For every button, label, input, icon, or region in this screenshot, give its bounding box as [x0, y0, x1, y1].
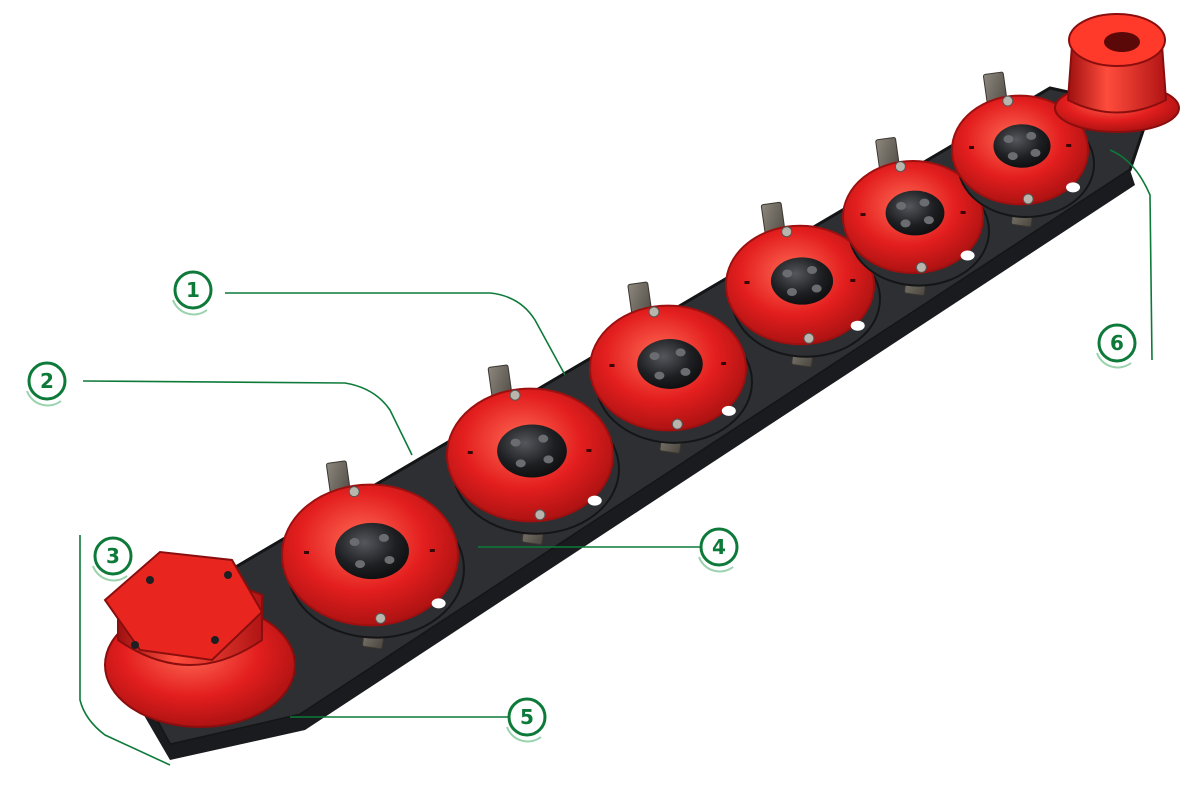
cutting-disc: [281, 483, 465, 639]
hub-bolt: [510, 438, 521, 447]
bar-hole: [960, 250, 975, 261]
callout-ring: [698, 556, 734, 573]
disc-hub: [993, 124, 1051, 168]
leader-lines: [79, 149, 1153, 766]
disc-hub: [885, 190, 945, 236]
hub-bolt: [675, 348, 686, 357]
hub-bolt: [807, 266, 818, 275]
callout-circle: [93, 536, 133, 576]
cutting-disc: [589, 304, 753, 444]
hub-bolt: [1026, 131, 1037, 140]
leader-line-2: [82, 380, 413, 456]
disc-bolt: [509, 389, 521, 401]
hub-bolt: [919, 198, 930, 207]
callout-number: 6: [1110, 331, 1124, 355]
hub-bolt: [782, 269, 793, 278]
bar-hole: [587, 495, 602, 506]
callout-circle: [507, 697, 547, 737]
outer-drum: [103, 550, 296, 728]
callout-circle: [699, 527, 739, 567]
disc-bolt: [1002, 95, 1014, 107]
hub-bolt: [515, 459, 526, 468]
callout-number: 3: [106, 544, 120, 568]
callout-ring: [92, 565, 128, 582]
disc-bolt: [534, 509, 546, 521]
leader-line-6: [1109, 149, 1153, 361]
leader-line-3: [79, 535, 171, 766]
callout-ring: [506, 726, 542, 743]
hub-bolt: [349, 538, 360, 547]
disc-bolt: [803, 332, 815, 344]
hub-bolt: [1007, 152, 1018, 161]
hub-bolt: [923, 216, 934, 225]
callout-1: 1: [172, 270, 213, 316]
callout-ring: [1096, 352, 1132, 369]
bar-hole: [431, 598, 446, 609]
callout-number: 1: [186, 278, 200, 302]
hub-bolt: [384, 555, 395, 564]
hub-bolt: [378, 533, 389, 542]
hub-bolt: [654, 371, 665, 380]
hub-bolt: [896, 201, 907, 210]
hub-bolt: [538, 434, 549, 443]
disc-hub: [637, 339, 703, 389]
disc-hub: [497, 424, 567, 478]
bar-hole: [850, 320, 865, 331]
cutting-disc: [951, 94, 1095, 219]
leader-line-1: [225, 292, 566, 376]
callout-ring: [26, 390, 62, 407]
callout-circle: [27, 361, 67, 401]
hub-bolt: [649, 352, 660, 361]
outer-drum-cap: [103, 550, 264, 662]
hub-bolt: [1030, 148, 1041, 157]
disc-hub: [335, 522, 409, 580]
hub-bolt: [543, 455, 554, 464]
callout-3: 3: [92, 536, 133, 582]
callout-5: 5: [506, 697, 547, 743]
disc-bolt: [1022, 193, 1034, 205]
hub-bolt: [786, 287, 797, 296]
hub-bolt: [355, 560, 366, 569]
callout-number: 5: [520, 705, 534, 729]
hub-bolt: [680, 367, 691, 376]
disc-bolt: [894, 161, 906, 173]
callout-number: 4: [712, 535, 726, 559]
disc-hub: [770, 257, 834, 305]
callout-2: 2: [26, 361, 67, 407]
cutting-disc: [842, 160, 990, 287]
disc-bolt: [348, 486, 360, 498]
disc-bolt: [648, 306, 660, 318]
bar-hole: [721, 405, 736, 416]
cutting-disc: [446, 387, 620, 535]
disc-bolt: [375, 612, 387, 624]
disc-bolt: [671, 418, 683, 430]
callout-6: 6: [1096, 323, 1137, 369]
callout-number: 2: [40, 369, 54, 393]
cutting-discs: [281, 94, 1095, 639]
callout-circle: [173, 270, 213, 310]
inner-drum: [1054, 13, 1180, 133]
callout-ring: [172, 299, 208, 316]
callouts: 1 2 3 4 5 6: [26, 270, 1137, 743]
callout-4: 4: [698, 527, 739, 573]
disc-bolt: [915, 261, 927, 273]
hub-bolt: [811, 284, 822, 293]
hub-bolt: [900, 219, 911, 228]
bar-hole: [1066, 182, 1081, 193]
callout-circle: [1097, 323, 1137, 363]
hub-bolt: [1003, 135, 1014, 144]
cutting-disc: [725, 224, 881, 358]
disc-bolt: [781, 226, 793, 238]
